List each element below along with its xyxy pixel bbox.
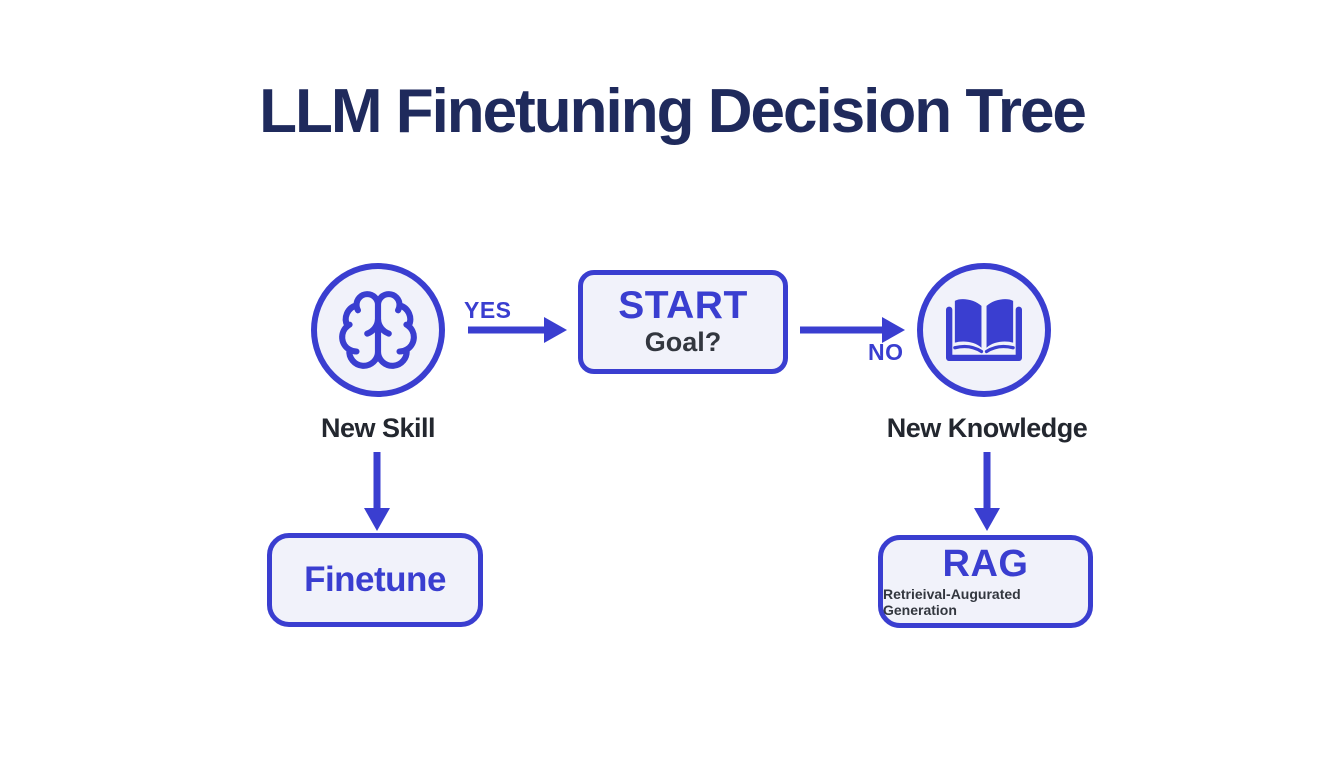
yes-edge-label: YES (464, 297, 512, 323)
new-knowledge-label: New Knowledge (886, 413, 1088, 443)
no-edge-label: NO (868, 339, 904, 365)
new-skill-to-finetune-arrow (364, 452, 390, 531)
rag-subtitle: Retrieival-Augurated Generation (883, 586, 1021, 618)
rag-title: RAG (942, 543, 1029, 585)
new-skill-node (311, 263, 445, 397)
finetune-node: Finetune (267, 533, 483, 627)
new-knowledge-node (917, 263, 1051, 397)
finetune-label: Finetune (304, 560, 446, 599)
start-title: START (618, 284, 748, 328)
new-knowledge-to-rag-arrow (974, 452, 1000, 531)
start-subtitle: Goal? (644, 326, 722, 357)
start-node: START Goal? (578, 270, 788, 374)
new-skill-label: New Skill (320, 413, 436, 443)
book-icon (943, 292, 1025, 368)
brain-icon (335, 287, 421, 373)
page-title: LLM Finetuning Decision Tree (259, 77, 1087, 146)
rag-node: RAG Retrieival-Augurated Generation (878, 535, 1093, 628)
